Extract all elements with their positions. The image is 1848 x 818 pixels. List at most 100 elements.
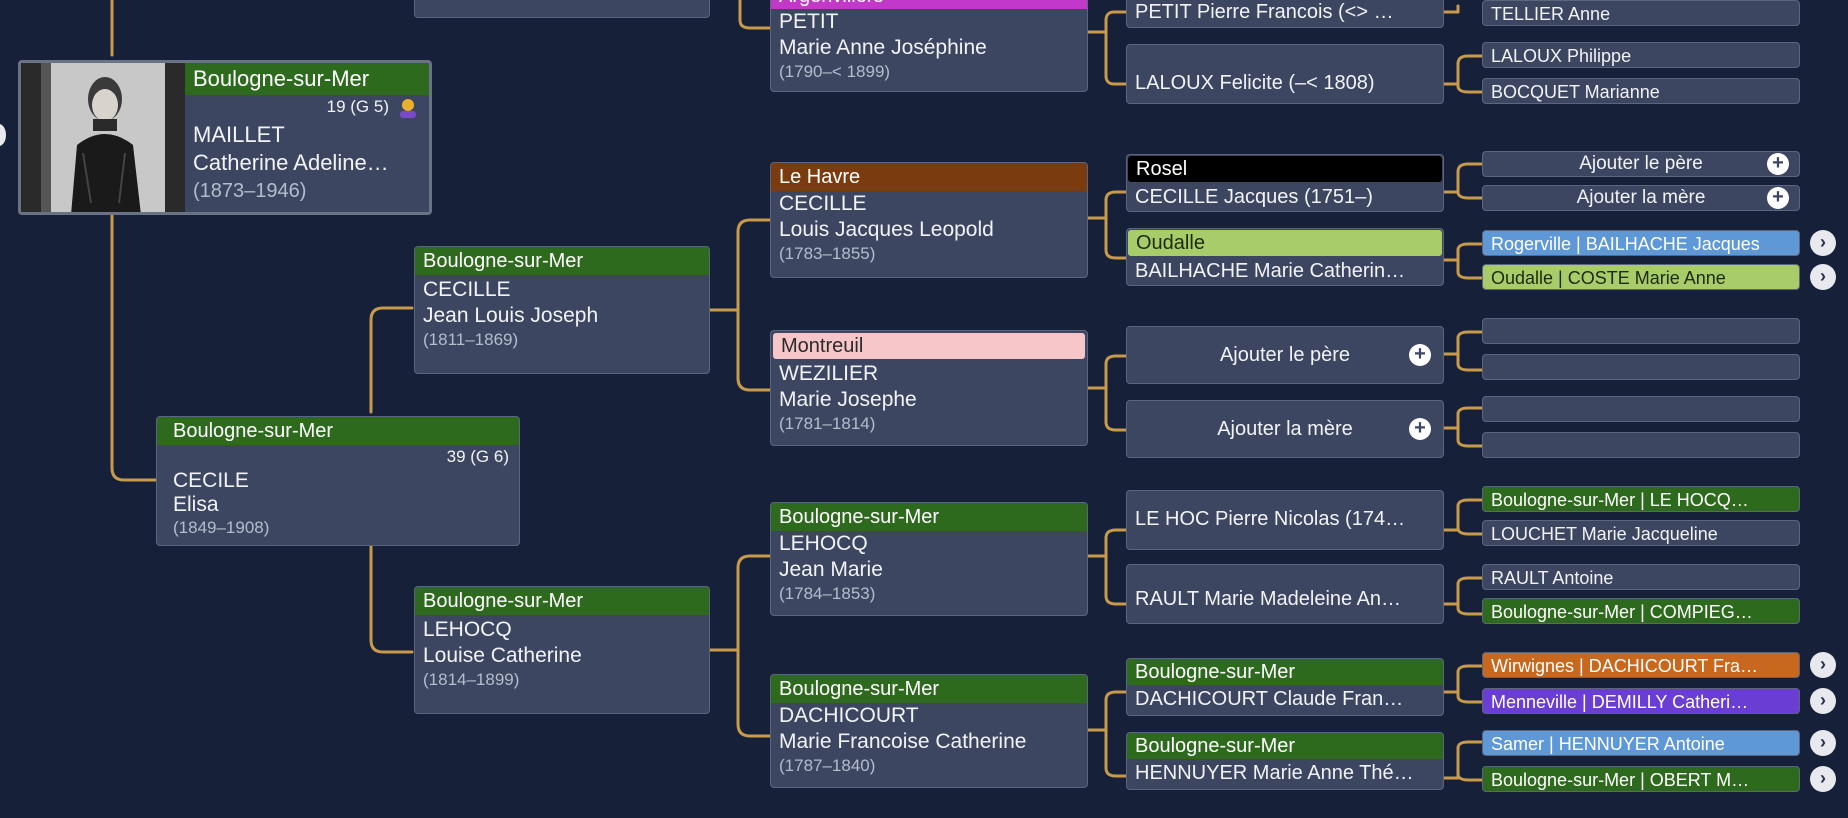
expand-arrow-icon[interactable]: › [1810,264,1836,290]
life-dates: (1787–1840) [779,756,876,775]
add-father-label: Ajouter le père [1579,153,1703,174]
surname: CECILLE [423,278,511,301]
add-father-button[interactable]: Ajouter le père + [1126,326,1444,384]
add-father-button[interactable]: Ajouter le père + [1482,151,1800,177]
life-dates: (1781–1814) [779,414,876,433]
great-grandparent-card[interactable]: Boulogne-sur-Mer DACHICOURT Claude Fran… [1126,658,1444,716]
ancestor-pill[interactable]: Wirwignes | DACHICOURT Fra… [1482,652,1800,678]
expand-arrow-icon[interactable]: › [1810,652,1836,678]
person-name: Wirwignes | DACHICOURT Fra… [1491,656,1759,676]
maternal-grandfather-card[interactable]: Boulogne-sur-Mer LEHOCQ Jean Marie (1784… [770,502,1088,616]
add-mother-button[interactable]: Ajouter la mère + [1126,400,1444,458]
ancestor-pill[interactable]: LALOUX Philippe [1482,42,1800,68]
empty-ancestor-slot[interactable] [1482,432,1800,458]
person-card-cropped[interactable] [414,0,710,18]
great-grandparent-card[interactable]: Rosel CECILLE Jacques (1751–) [1126,154,1444,212]
place-header: Boulogne-sur-Mer [185,63,429,95]
great-grandparent-card[interactable]: PETIT Pierre Francois (<> … [1126,0,1444,28]
expand-arrow-icon[interactable]: › [1810,766,1836,792]
ancestor-pill[interactable]: Oudalle | COSTE Marie Anne [1482,264,1800,290]
place-header: Boulogne-sur-Mer [415,587,709,615]
place-header: Boulogne-sur-Mer [1127,659,1443,685]
grandparent-card-paternal-grandmother-of-root[interactable]: Argenvillers PETIT Marie Anne Joséphine … [770,0,1088,92]
ancestor-pill[interactable]: BOCQUET Marianne [1482,78,1800,104]
generation-label: 19 (G 5) [326,97,389,116]
person-name: Samer | HENNUYER Antoine [1491,734,1725,754]
add-mother-button[interactable]: Ajouter la mère + [1482,185,1800,211]
ancestor-pill[interactable]: TELLIER Anne [1482,0,1800,26]
great-grandparent-card[interactable]: RAULT Marie Madeleine An… [1126,564,1444,624]
ancestor-pill[interactable]: LOUCHET Marie Jacqueline [1482,520,1800,546]
surname: DACHICOURT [779,704,919,727]
person-name: BAILHACHE Marie Catherin… [1135,260,1406,282]
person-name: LE HOC Pierre Nicolas (174… [1135,508,1406,530]
great-grandparent-card[interactable]: LE HOC Pierre Nicolas (174… [1126,490,1444,550]
maternal-grandmother-card[interactable]: Boulogne-sur-Mer DACHICOURT Marie Franco… [770,674,1088,788]
plus-icon[interactable]: + [1409,418,1431,440]
surname: CECILLE [779,192,867,215]
person-name: Menneville | DEMILLY Catheri… [1491,692,1749,712]
given-names: Louis Jacques Leopold [779,218,994,241]
great-grandparent-card[interactable]: Boulogne-sur-Mer HENNUYER Marie Anne Thé… [1126,732,1444,790]
place-header: Boulogne-sur-Mer [1127,733,1443,759]
portrait-photo [21,63,185,212]
add-mother-label: Ajouter la mère [1217,418,1353,440]
person-name: TELLIER Anne [1491,4,1611,24]
ancestor-pill[interactable]: RAULT Antoine [1482,564,1800,590]
paternal-grandmother-card[interactable]: Montreuil WEZILIER Marie Josephe (1781–1… [770,330,1088,446]
life-dates: (1790–< 1899) [779,62,891,81]
paternal-grandfather-card[interactable]: Le Havre CECILLE Louis Jacques Leopold (… [770,162,1088,278]
ancestor-pill[interactable]: Boulogne-sur-Mer | LE HOCQ… [1482,486,1800,512]
father-card[interactable]: Boulogne-sur-Mer CECILLE Jean Louis Jose… [414,246,710,374]
ancestor-pill[interactable]: Samer | HENNUYER Antoine [1482,730,1800,756]
ancestor-pill[interactable]: Boulogne-sur-Mer | OBERT M… [1482,766,1800,792]
person-name: DACHICOURT Claude Fran… [1135,688,1404,710]
person-name: Boulogne-sur-Mer | LE HOCQ… [1491,490,1749,510]
surname: LEHOCQ [423,618,512,641]
person-name: LOUCHET Marie Jacqueline [1491,524,1718,544]
ancestor-pill[interactable]: Rogerville | BAILHACHE Jacques [1482,230,1800,256]
plus-icon[interactable]: + [1409,344,1431,366]
collapse-handle[interactable] [0,124,6,146]
expand-arrow-icon[interactable]: › [1810,688,1836,714]
given-names: Catherine Adeline… [193,150,389,175]
person-name: HENNUYER Marie Anne Thé… [1135,762,1414,784]
surname: CECILE [173,469,249,492]
place-header: Montreuil [773,333,1085,359]
expand-arrow-icon[interactable]: › [1810,230,1836,256]
ancestor-pill[interactable]: Menneville | DEMILLY Catheri… [1482,688,1800,714]
great-grandparent-card[interactable]: LALOUX Felicite (–< 1808) [1126,44,1444,104]
person-name: Rogerville | BAILHACHE Jacques [1491,234,1760,254]
person-icon [397,97,419,124]
great-grandparent-card[interactable]: Oudalle BAILHACHE Marie Catherin… [1126,228,1444,286]
life-dates: (1783–1855) [779,244,876,263]
subject-person-card[interactable]: Boulogne-sur-Mer 39 (G 6) CECILE Elisa (… [156,416,520,546]
plus-icon[interactable]: + [1767,153,1789,175]
add-father-label: Ajouter le père [1219,344,1351,366]
given-names: Marie Francoise Catherine [779,730,1027,753]
given-names: Jean Louis Joseph [423,304,599,327]
given-names: Jean Marie [779,558,883,581]
surname: MAILLET [193,122,285,147]
plus-icon[interactable]: + [1767,187,1789,209]
place-header: Boulogne-sur-Mer [415,247,709,275]
expand-arrow-icon[interactable]: › [1810,730,1836,756]
ancestor-pill[interactable]: Boulogne-sur-Mer | COMPIEG… [1482,598,1800,624]
person-name: LALOUX Philippe [1491,46,1632,66]
person-name: RAULT Antoine [1491,568,1614,588]
empty-ancestor-slot[interactable] [1482,318,1800,344]
life-dates: (1873–1946) [193,180,307,202]
place-header: Rosel [1128,156,1442,182]
empty-ancestor-slot[interactable] [1482,396,1800,422]
given-names: Louise Catherine [423,644,582,667]
person-name: Oudalle | COSTE Marie Anne [1491,268,1726,288]
empty-ancestor-slot[interactable] [1482,354,1800,380]
person-name: CECILLE Jacques (1751–) [1135,186,1373,208]
mother-card[interactable]: Boulogne-sur-Mer LEHOCQ Louise Catherine… [414,586,710,714]
person-name: LALOUX Felicite (–< 1808) [1135,72,1375,94]
life-dates: (1811–1869) [423,330,519,349]
root-person-card[interactable]: Boulogne-sur-Mer 19 (G 5) MAILLET Cather… [18,60,432,215]
person-name: Boulogne-sur-Mer | COMPIEG… [1491,602,1753,622]
